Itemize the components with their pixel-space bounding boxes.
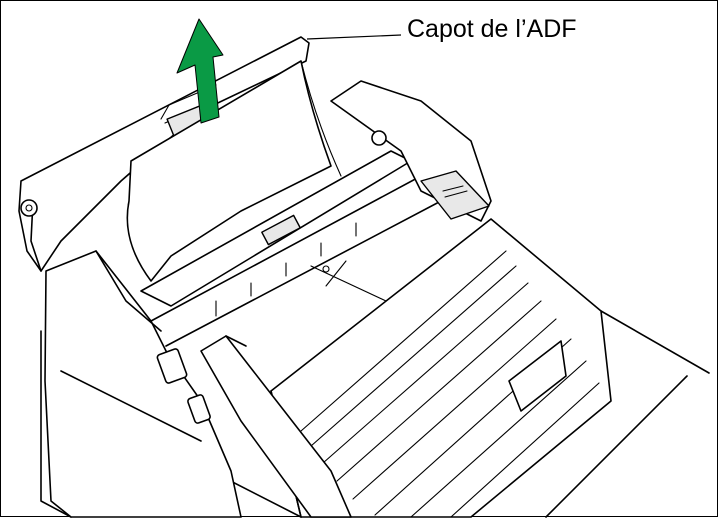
paper-stack-icon: [420, 170, 490, 220]
callout-label: Capot de l’ADF: [407, 15, 577, 43]
control-button: [156, 348, 188, 384]
up-arrow-icon: [176, 18, 224, 124]
paper-sheet: [126, 60, 342, 282]
callout-leader-line: [306, 34, 402, 40]
guide-rail: [310, 260, 387, 302]
side-switch: [187, 394, 211, 424]
scanner-body: [44, 250, 242, 518]
right-housing: [330, 80, 492, 222]
